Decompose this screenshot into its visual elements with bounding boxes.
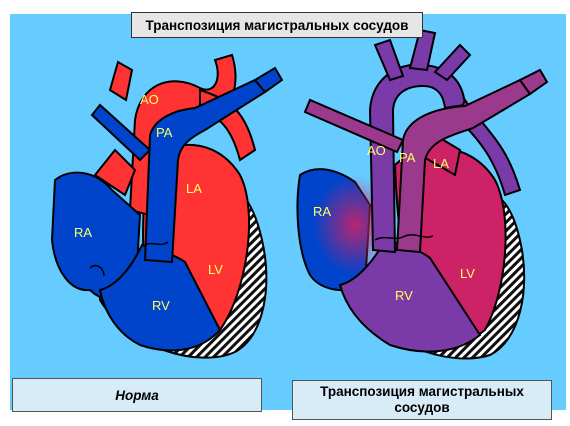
slide-title: Транспозиция магистральных сосудов [131, 12, 423, 38]
label-pa-transposition: PA [399, 150, 416, 165]
caption-normal: Норма [12, 378, 262, 412]
label-lv-normal: LV [208, 262, 223, 277]
label-la-transposition: LA [433, 156, 449, 171]
label-lv-transposition: LV [460, 266, 475, 281]
label-ra-transposition: RA [313, 204, 331, 219]
label-ao-transposition: AO [367, 143, 386, 158]
label-ra-normal: RA [74, 225, 92, 240]
transposition-heart-diagram: AO PA LA RA LV RV [296, 28, 549, 360]
right-ventricle-shape [98, 243, 222, 352]
label-ao-normal: AO [140, 92, 159, 107]
caption-transposition: Транспозиция магистральных сосудов [292, 380, 552, 420]
right-ventricle-shape [338, 238, 482, 353]
label-pa-normal: PA [156, 125, 173, 140]
label-la-normal: LA [186, 181, 202, 196]
normal-heart-diagram: AO PA LA RA LV RV [50, 53, 284, 359]
label-rv-transposition: RV [395, 288, 413, 303]
label-rv-normal: RV [152, 298, 170, 313]
